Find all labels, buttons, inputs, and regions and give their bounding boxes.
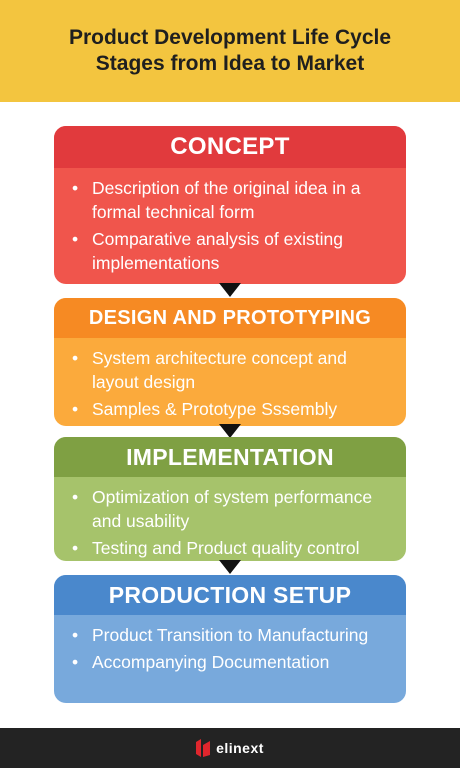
- bullet-dot: •: [72, 625, 79, 645]
- down-arrow-icon: [219, 283, 241, 297]
- stage-card-implementation: IMPLEMENTATION • Optimization of system …: [54, 437, 406, 561]
- stage-card-production: PRODUCTION SETUP • Product Transition to…: [54, 575, 406, 703]
- bullet-dot: •: [72, 487, 79, 507]
- stage-title: CONCEPT: [54, 126, 406, 168]
- bullet-item: • Testing and Product quality control: [72, 536, 390, 560]
- stage-bullets: • Description of the original idea in a …: [54, 168, 406, 275]
- stage-card-design: DESIGN AND PROTOTYPING • System architec…: [54, 298, 406, 426]
- page-title-line-2: Stages from Idea to Market: [95, 52, 365, 75]
- elinext-logo-icon: [196, 739, 211, 757]
- down-arrow-icon: [219, 424, 241, 438]
- bullet-text: Samples & Prototype Sssembly: [92, 399, 338, 419]
- bullet-item: • Accompanying Documentation: [72, 650, 390, 674]
- bullet-text: Description of the original idea in a fo…: [92, 178, 361, 222]
- stage-title: IMPLEMENTATION: [54, 437, 406, 477]
- bullet-text: Optimization of system performance and u…: [92, 487, 373, 531]
- bullet-item: • Description of the original idea in a …: [72, 176, 390, 224]
- header-banner: Product Development Life Cycle Stages fr…: [0, 0, 460, 102]
- bullet-item: • Samples & Prototype Sssembly: [72, 397, 390, 421]
- stage-bullets: • Product Transition to Manufacturing • …: [54, 615, 406, 674]
- bullet-text: Accompanying Documentation: [92, 652, 330, 672]
- bullet-item: • System architecture concept and layout…: [72, 346, 390, 394]
- stage-card-concept: CONCEPT • Description of the original id…: [54, 126, 406, 284]
- bullet-dot: •: [72, 652, 79, 672]
- brand-name: elinext: [216, 740, 264, 756]
- bullet-dot: •: [72, 348, 79, 368]
- bullet-dot: •: [72, 399, 79, 419]
- bullet-item: • Product Transition to Manufacturing: [72, 623, 390, 647]
- bullet-text: Product Transition to Manufacturing: [92, 625, 369, 645]
- bullet-text: System architecture concept and layout d…: [92, 348, 347, 392]
- bullet-item: • Optimization of system performance and…: [72, 485, 390, 533]
- stage-title: PRODUCTION SETUP: [54, 575, 406, 615]
- bullet-dot: •: [72, 538, 79, 558]
- stage-bullets: • System architecture concept and layout…: [54, 338, 406, 421]
- bullet-item: • Comparative analysis of existing imple…: [72, 227, 390, 275]
- bullet-text: Testing and Product quality control: [92, 538, 360, 558]
- down-arrow-icon: [219, 560, 241, 574]
- bullet-text: Comparative analysis of existing impleme…: [92, 229, 343, 273]
- bullet-dot: •: [72, 229, 79, 249]
- bullet-dot: •: [72, 178, 79, 198]
- page-title-line-1: Product Development Life Cycle: [68, 26, 392, 49]
- footer-bar: elinext: [0, 728, 460, 768]
- stage-bullets: • Optimization of system performance and…: [54, 477, 406, 560]
- stage-title: DESIGN AND PROTOTYPING: [54, 298, 406, 338]
- brand-logo: elinext: [196, 739, 264, 757]
